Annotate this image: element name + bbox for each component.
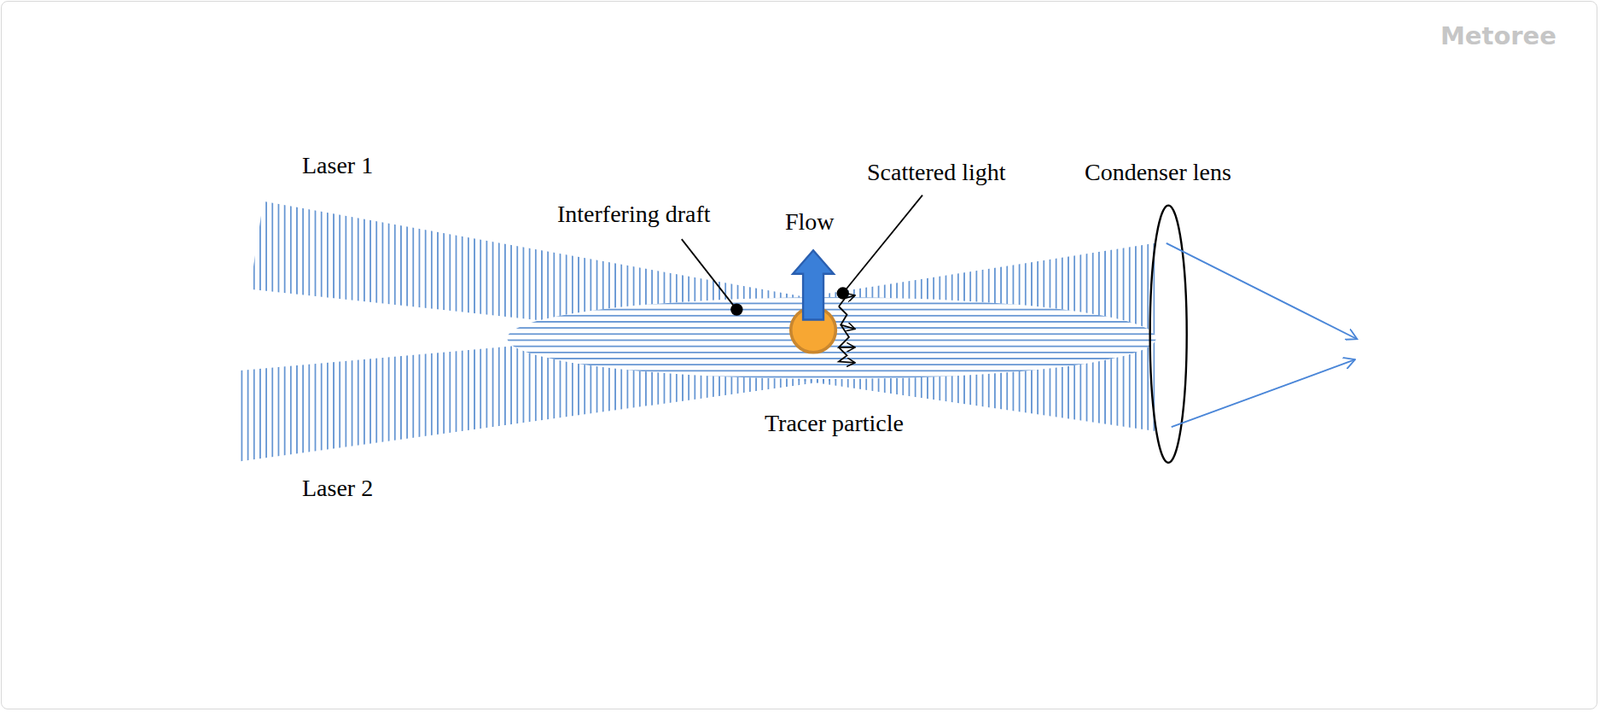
focused-ray xyxy=(1171,359,1356,427)
fringe-region xyxy=(506,296,1157,379)
fringe-region xyxy=(506,296,1157,379)
part-label: Tracer particle xyxy=(764,408,904,438)
flow-label: Flow xyxy=(785,207,835,237)
beam-label: Laser 1 xyxy=(302,151,373,181)
beam-label: Laser 2 xyxy=(302,473,373,503)
leader-line xyxy=(843,195,923,294)
scattered-light xyxy=(838,325,856,348)
watermark: Metoree xyxy=(1440,21,1557,52)
part-label: Scattered light xyxy=(866,157,1007,187)
part-label: Interfering draft xyxy=(557,199,711,229)
leader-line xyxy=(681,238,738,310)
leader-dot xyxy=(730,302,743,315)
leader-dot xyxy=(837,286,850,299)
part-label: Condenser lens xyxy=(1084,157,1232,187)
flow-arrow xyxy=(792,250,834,320)
scattered-light xyxy=(838,347,856,363)
focused-ray xyxy=(1166,243,1358,339)
